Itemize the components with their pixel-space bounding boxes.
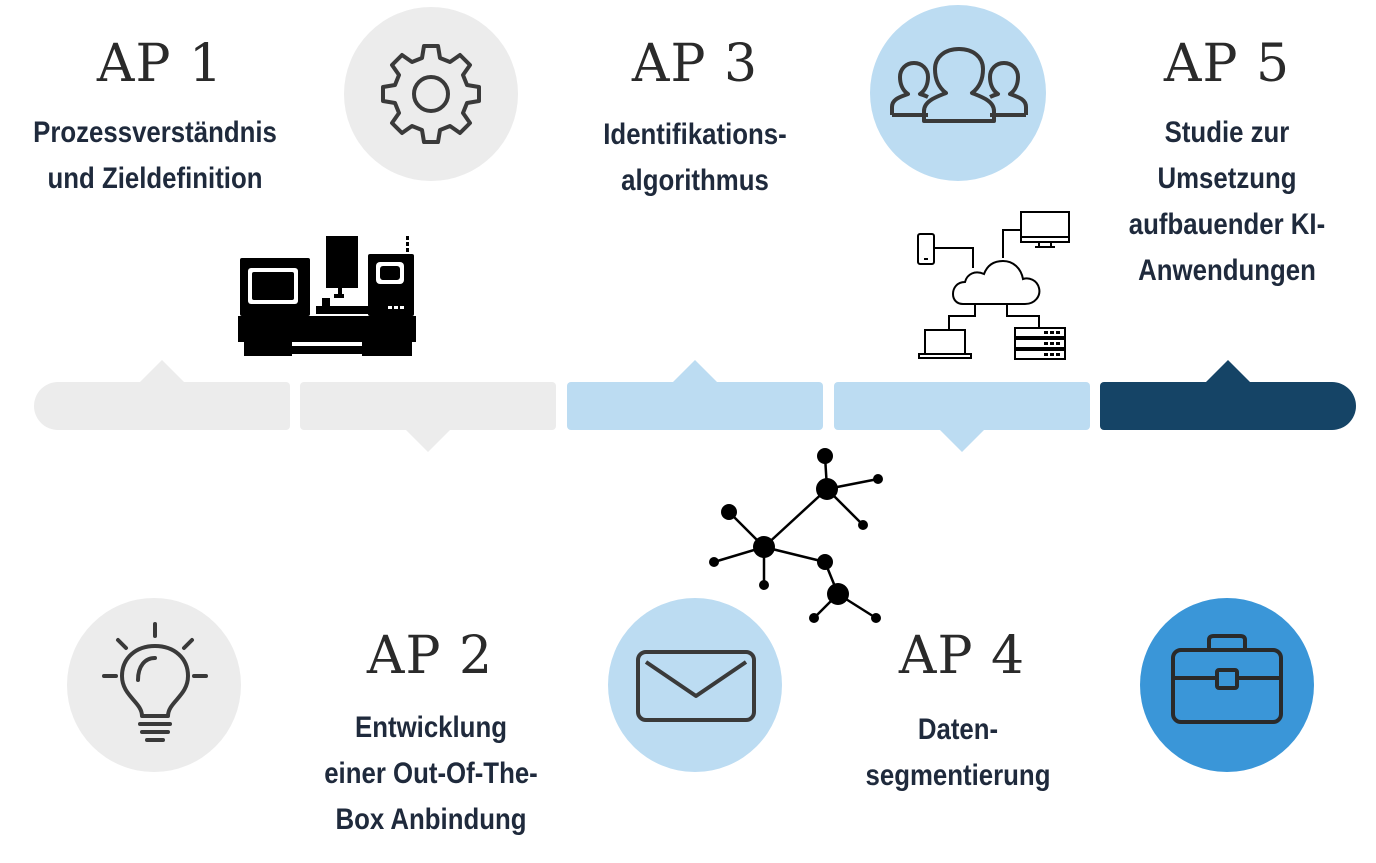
ap5-description-line: Umsetzung [1157,162,1297,195]
ap1-description-line: Prozessverständnis [33,116,277,149]
people-group-icon [890,47,1028,123]
ap4-description-line: segmentierung [865,759,1051,792]
ap2-description-line: einer Out-Of-The- [324,757,538,790]
ap5-description: Studie zur Umsetzung aufbauender KI- Anw… [1094,110,1361,294]
ap3-description: Identifikations- algorithmus [562,112,829,204]
envelope-icon [636,650,756,722]
ap4-description-line: Daten- [917,713,999,746]
briefcase-icon [1171,634,1283,724]
network-graph-icon [709,448,883,623]
ap1-icon-circle [344,7,518,181]
timeline-segment-ap1 [34,382,290,430]
timeline-segment-ap5 [1100,382,1356,430]
ap4-description: Daten- segmentierung [825,707,1092,799]
timeline-segment-ap2 [300,382,556,430]
ap1-description: Prozessverständnis und Zieldefinition [22,110,289,202]
cnc-machine-icon [238,236,416,356]
timeline-pointer-ap2 [406,430,450,452]
ap5-title: AP 5 [1163,34,1291,94]
ap2-description: Entwicklung einer Out-Of-The- Box Anbind… [298,705,565,843]
timeline-pointer-ap5 [1206,360,1250,382]
timeline-segment-ap4 [834,382,1090,430]
lightbulb-icon [102,622,208,742]
ap1-title: AP 1 [96,34,224,94]
ap3-description-line: algorithmus [621,164,769,197]
ap4-icon-circle [870,5,1046,181]
timeline-pointer-ap4 [940,430,984,452]
ap1-description-line: und Zieldefinition [47,162,263,195]
gear-icon [381,44,481,144]
ap2-description-line: Entwicklung [355,711,507,744]
ap2-title: AP 2 [366,626,494,686]
ap3-title: AP 3 [631,34,759,94]
timeline-pointer-ap1 [140,360,184,382]
ap5-icon-circle [1140,598,1314,772]
ap3-description-line: Identifikations- [603,118,787,151]
ap5-description-line: aufbauender KI- [1128,208,1326,241]
timeline-pointer-ap3 [673,360,717,382]
ap4-title: AP 4 [898,626,1026,686]
timeline-segment-ap3 [567,382,823,430]
ap2-description-line: Box Anbindung [335,803,527,836]
ap5-description-line: Studie zur [1164,116,1290,149]
ap5-description-line: Anwendungen [1138,254,1316,287]
cloud-network-icon [917,211,1070,360]
